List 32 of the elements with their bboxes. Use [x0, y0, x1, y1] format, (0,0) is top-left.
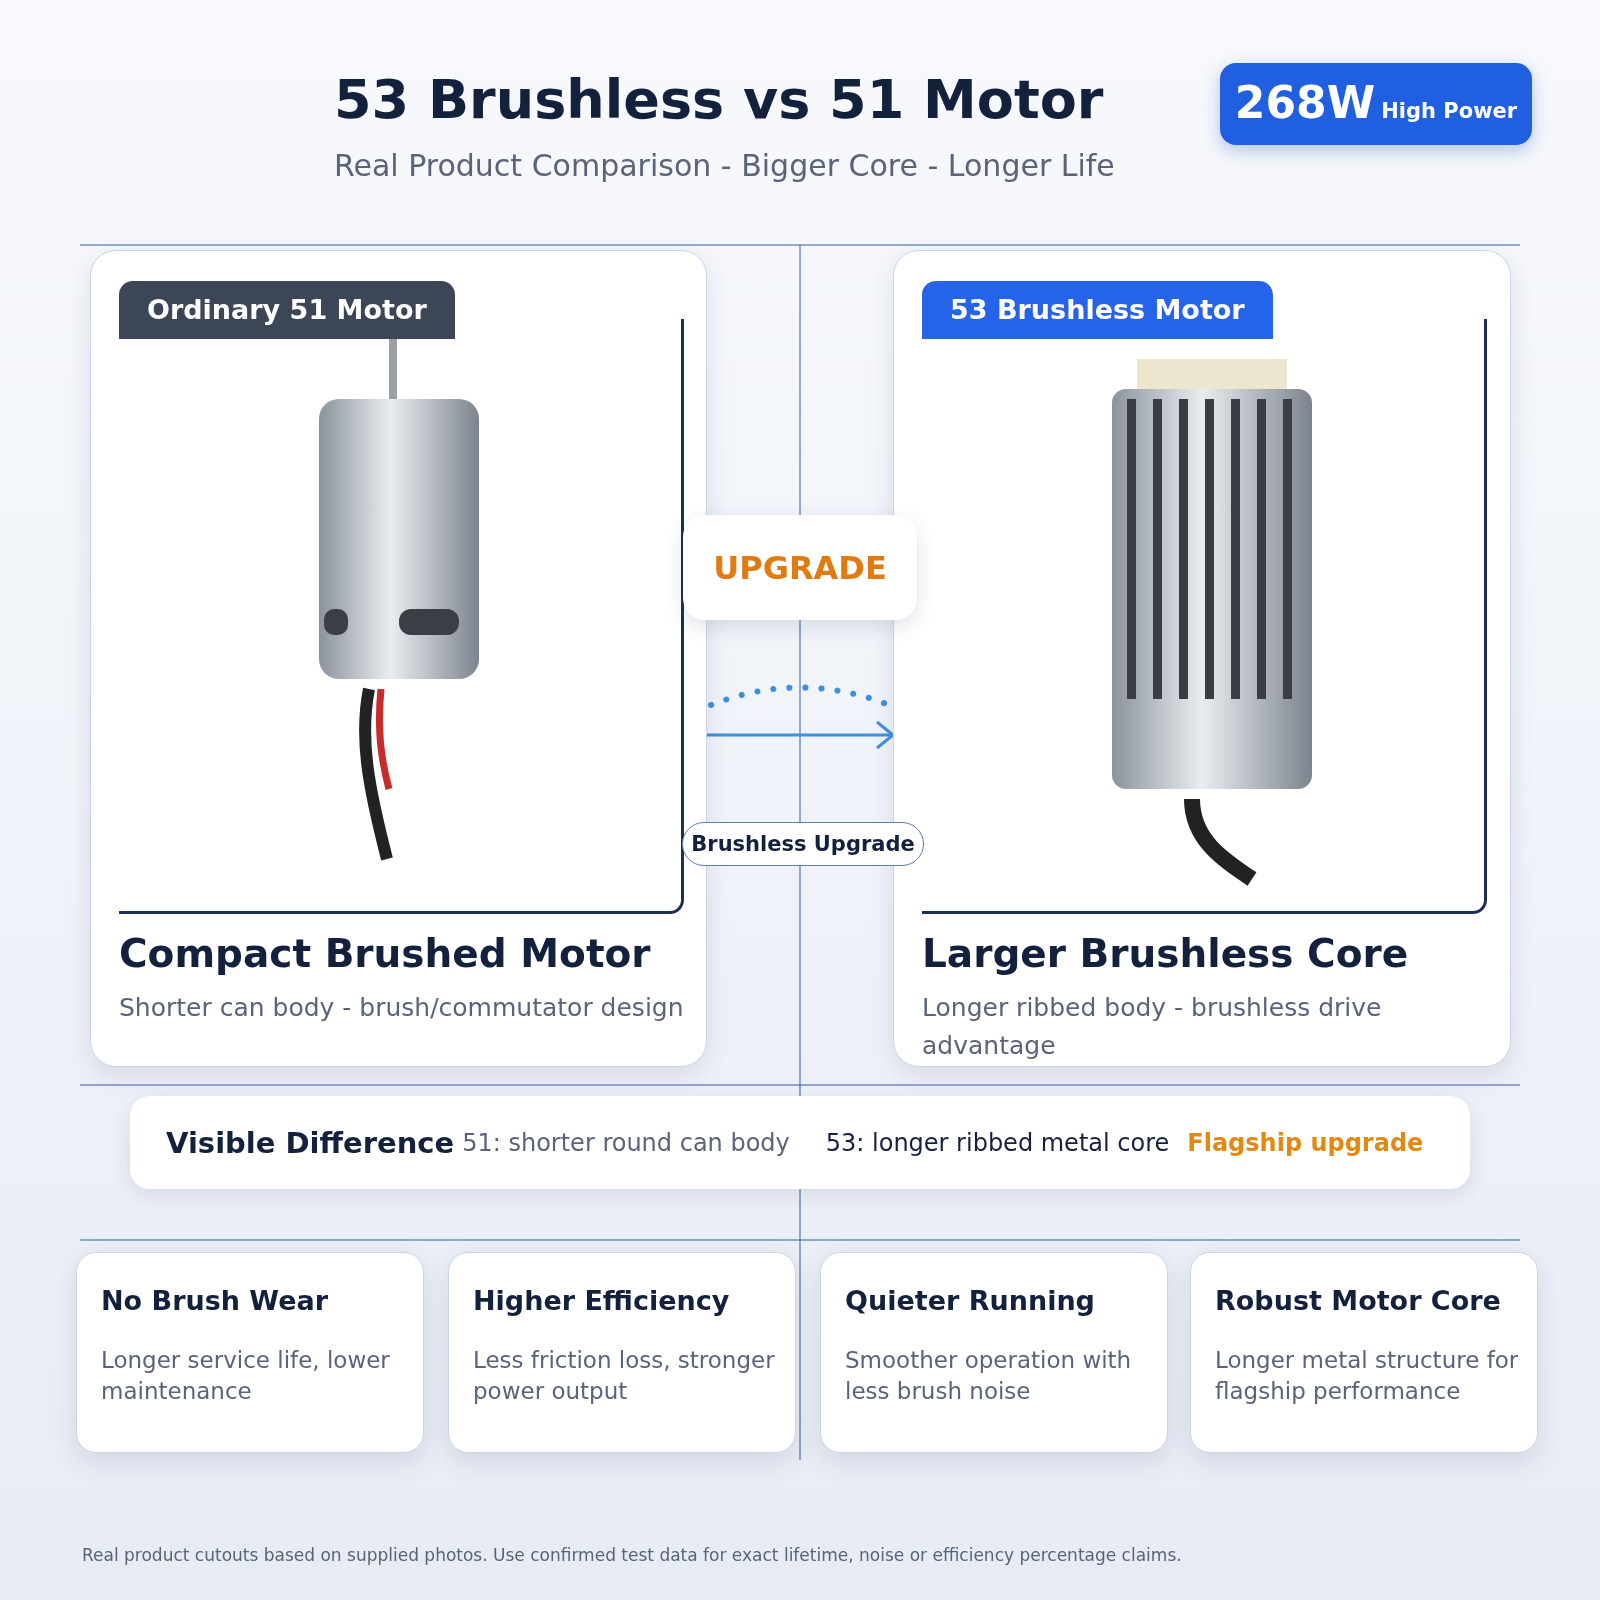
model-tab: Ordinary 51 Motor [119, 281, 455, 339]
power-badge [1220, 63, 1532, 145]
card-heading: Larger Brushless Core [922, 931, 1409, 976]
power-value: 268W [1234, 77, 1376, 128]
title: 53 Brushless vs 51 Motor [334, 68, 1104, 131]
difference-bar [130, 1096, 1470, 1189]
feature-card [76, 1252, 424, 1453]
feature-heading: Robust Motor Core [1215, 1285, 1501, 1316]
footnote: Real product cutouts based on supplied photos. Use confirmed test data for exact lifetime, noise or efficiency percentage claims. [82, 1545, 1182, 1565]
feature-card [448, 1252, 796, 1453]
feature-heading: Quieter Running [845, 1285, 1095, 1316]
subtitle: Real Product Comparison - Bigger Core - Longer Life [334, 148, 1115, 183]
feature-card [1190, 1252, 1538, 1453]
arrow [707, 684, 895, 750]
card-description: Shorter can body - brush/commutator design [119, 992, 685, 1024]
feature-description: Smoother operation with less brush noise [845, 1346, 1133, 1406]
feature-description: Longer service life, lower maintenance [101, 1346, 391, 1406]
card-description: Longer ribbed body - brushless drive advantage [922, 992, 1383, 1062]
feature-card [820, 1252, 1168, 1453]
feature-description: Less friction loss, stronger power output [473, 1346, 776, 1406]
difference-note: 51: shorter round can body [462, 1128, 790, 1157]
difference-note: 53: longer ribbed metal core [825, 1128, 1170, 1157]
upgrade-box: UPGRADE [683, 515, 917, 620]
card-heading: Compact Brushed Motor [119, 931, 651, 976]
feature-heading: No Brush Wear [101, 1285, 329, 1316]
feature-heading: Higher Efficiency [473, 1285, 730, 1316]
upgrade-pill: Brushless Upgrade [682, 822, 924, 866]
feature-description: Longer metal structure for flagship performance [1215, 1346, 1520, 1406]
power-label: High Power [1381, 99, 1518, 123]
model-tab: 53 Brushless Motor [922, 281, 1273, 339]
highlight-text: Flagship upgrade [1187, 1128, 1424, 1157]
difference-heading: Visible Difference [166, 1125, 455, 1160]
